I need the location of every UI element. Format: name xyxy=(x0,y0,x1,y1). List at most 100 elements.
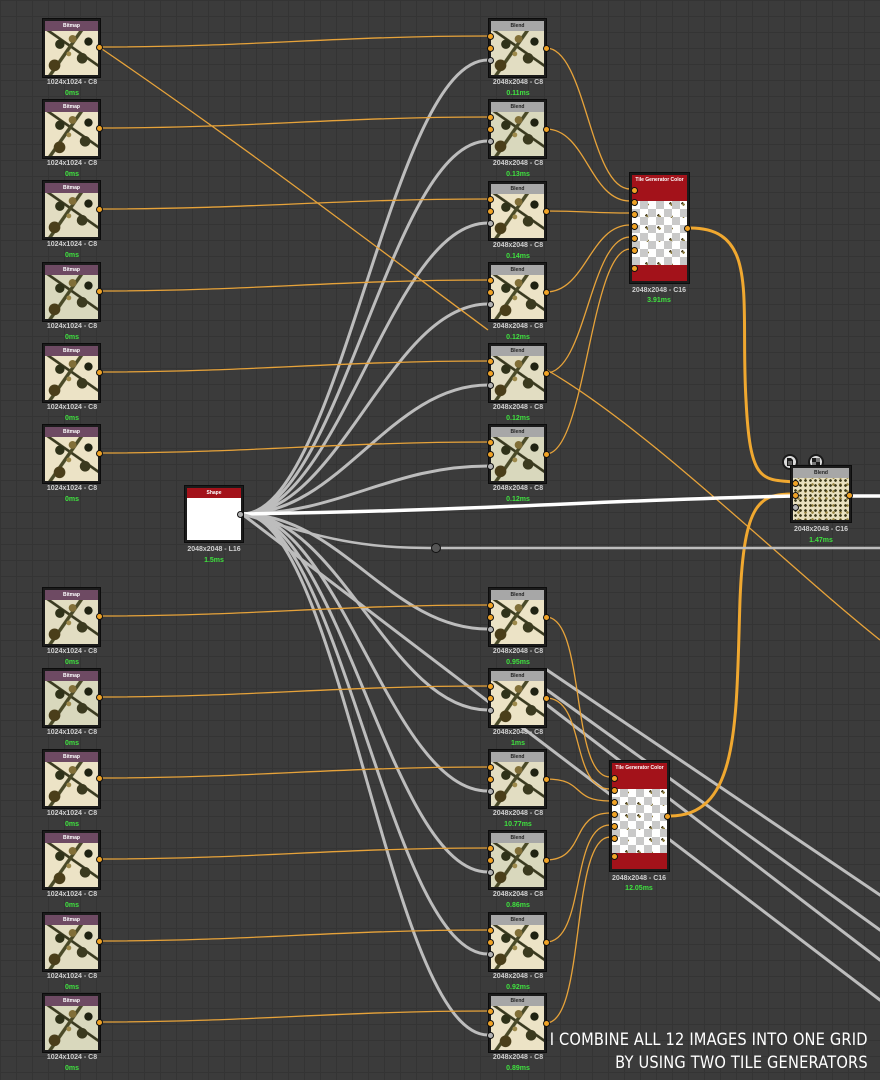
blend-output-pin[interactable] xyxy=(543,370,550,377)
bitmap-output-pin[interactable] xyxy=(96,44,103,51)
blend-output-pin[interactable] xyxy=(543,695,550,702)
blend-input-mask[interactable] xyxy=(487,951,494,958)
bitmap-node[interactable]: Bitmap xyxy=(42,830,103,890)
blend-node[interactable]: Blend xyxy=(487,993,550,1053)
blend-input-mask[interactable] xyxy=(487,869,494,876)
bitmap-output-pin[interactable] xyxy=(96,125,103,132)
blend-input-foreground[interactable] xyxy=(487,33,494,40)
final-blend-input-mask[interactable] xyxy=(792,504,799,511)
bitmap-node[interactable]: Bitmap xyxy=(42,668,103,728)
blend-input-foreground[interactable] xyxy=(487,277,494,284)
blend-input-mask[interactable] xyxy=(487,138,494,145)
tile-generator-1-input-3[interactable] xyxy=(631,211,638,218)
tile-generator-1-input-2[interactable] xyxy=(631,199,638,206)
tile-generator-2-input-2[interactable] xyxy=(611,787,618,794)
tile-generator-node-1[interactable]: Tile Generator Color xyxy=(629,172,691,284)
tile-generator-2-input-4[interactable] xyxy=(611,811,618,818)
blend-output-pin[interactable] xyxy=(543,451,550,458)
final-blend-output[interactable] xyxy=(846,492,853,499)
blend-input-foreground[interactable] xyxy=(487,439,494,446)
blend-output-pin[interactable] xyxy=(543,1020,550,1027)
blend-input-mask[interactable] xyxy=(487,57,494,64)
tile-generator-node-2[interactable]: Tile Generator Color xyxy=(609,760,671,872)
blend-input-background[interactable] xyxy=(487,451,494,458)
blend-input-background[interactable] xyxy=(487,126,494,133)
blend-input-background[interactable] xyxy=(487,695,494,702)
tile-generator-1-input-1[interactable] xyxy=(631,187,638,194)
blend-node[interactable]: Blend xyxy=(487,262,550,322)
blend-input-foreground[interactable] xyxy=(487,114,494,121)
blend-input-mask[interactable] xyxy=(487,1032,494,1039)
blend-input-background[interactable] xyxy=(487,939,494,946)
blend-input-foreground[interactable] xyxy=(487,602,494,609)
tile-generator-2-input-3[interactable] xyxy=(611,799,618,806)
blend-input-foreground[interactable] xyxy=(487,927,494,934)
blend-node[interactable]: Blend xyxy=(487,749,550,809)
final-blend-input-foreground[interactable] xyxy=(792,480,799,487)
blend-node[interactable]: Blend xyxy=(487,181,550,241)
blend-node[interactable]: Blend xyxy=(487,912,550,972)
blend-node[interactable]: Blend xyxy=(487,343,550,403)
final-blend-node[interactable]: Blend xyxy=(790,465,853,523)
blend-output-pin[interactable] xyxy=(543,45,550,52)
tile-generator-2-input-1[interactable] xyxy=(611,775,618,782)
blend-input-foreground[interactable] xyxy=(487,196,494,203)
tile-generator-2-input-6[interactable] xyxy=(611,835,618,842)
blend-input-background[interactable] xyxy=(487,45,494,52)
blend-input-foreground[interactable] xyxy=(487,683,494,690)
tile-generator-1-output[interactable] xyxy=(684,225,691,232)
bitmap-node[interactable]: Bitmap xyxy=(42,587,103,647)
blend-node[interactable]: Blend xyxy=(487,99,550,159)
tile-generator-1-input-4[interactable] xyxy=(631,223,638,230)
bitmap-output-pin[interactable] xyxy=(96,369,103,376)
bitmap-output-pin[interactable] xyxy=(96,613,103,620)
bitmap-output-pin[interactable] xyxy=(96,450,103,457)
shape-output-pin[interactable] xyxy=(237,511,244,518)
tile-generator-2-output[interactable] xyxy=(664,813,671,820)
shape-node[interactable]: Shape xyxy=(184,485,244,543)
blend-input-foreground[interactable] xyxy=(487,845,494,852)
bitmap-node[interactable]: Bitmap xyxy=(42,18,103,78)
blend-node[interactable]: Blend xyxy=(487,424,550,484)
bitmap-output-pin[interactable] xyxy=(96,1019,103,1026)
blend-input-background[interactable] xyxy=(487,370,494,377)
blend-node[interactable]: Blend xyxy=(487,830,550,890)
bitmap-node[interactable]: Bitmap xyxy=(42,343,103,403)
bitmap-node[interactable]: Bitmap xyxy=(42,993,103,1053)
tile-generator-1-input-5[interactable] xyxy=(631,235,638,242)
blend-output-pin[interactable] xyxy=(543,857,550,864)
final-blend-input-background[interactable] xyxy=(792,492,799,499)
bitmap-node[interactable]: Bitmap xyxy=(42,180,103,240)
bitmap-output-pin[interactable] xyxy=(96,938,103,945)
tile-generator-2-input-7[interactable] xyxy=(611,853,618,860)
blend-input-mask[interactable] xyxy=(487,626,494,633)
bitmap-output-pin[interactable] xyxy=(96,775,103,782)
blend-input-background[interactable] xyxy=(487,857,494,864)
blend-input-mask[interactable] xyxy=(487,382,494,389)
bitmap-output-pin[interactable] xyxy=(96,206,103,213)
tile-generator-1-input-6[interactable] xyxy=(631,247,638,254)
blend-output-pin[interactable] xyxy=(543,614,550,621)
blend-input-background[interactable] xyxy=(487,208,494,215)
blend-node[interactable]: Blend xyxy=(487,668,550,728)
blend-output-pin[interactable] xyxy=(543,939,550,946)
blend-output-pin[interactable] xyxy=(543,208,550,215)
bitmap-node[interactable]: Bitmap xyxy=(42,912,103,972)
blend-input-background[interactable] xyxy=(487,614,494,621)
bitmap-node[interactable]: Bitmap xyxy=(42,424,103,484)
blend-input-background[interactable] xyxy=(487,1020,494,1027)
bitmap-node[interactable]: Bitmap xyxy=(42,262,103,322)
blend-output-pin[interactable] xyxy=(543,776,550,783)
blend-input-foreground[interactable] xyxy=(487,1008,494,1015)
blend-node[interactable]: Blend xyxy=(487,18,550,78)
bitmap-output-pin[interactable] xyxy=(96,856,103,863)
blend-input-mask[interactable] xyxy=(487,788,494,795)
blend-input-mask[interactable] xyxy=(487,707,494,714)
blend-output-pin[interactable] xyxy=(543,126,550,133)
blend-input-mask[interactable] xyxy=(487,463,494,470)
blend-input-mask[interactable] xyxy=(487,220,494,227)
bitmap-output-pin[interactable] xyxy=(96,694,103,701)
blend-node[interactable]: Blend xyxy=(487,587,550,647)
tile-generator-1-input-7[interactable] xyxy=(631,265,638,272)
blend-input-background[interactable] xyxy=(487,776,494,783)
